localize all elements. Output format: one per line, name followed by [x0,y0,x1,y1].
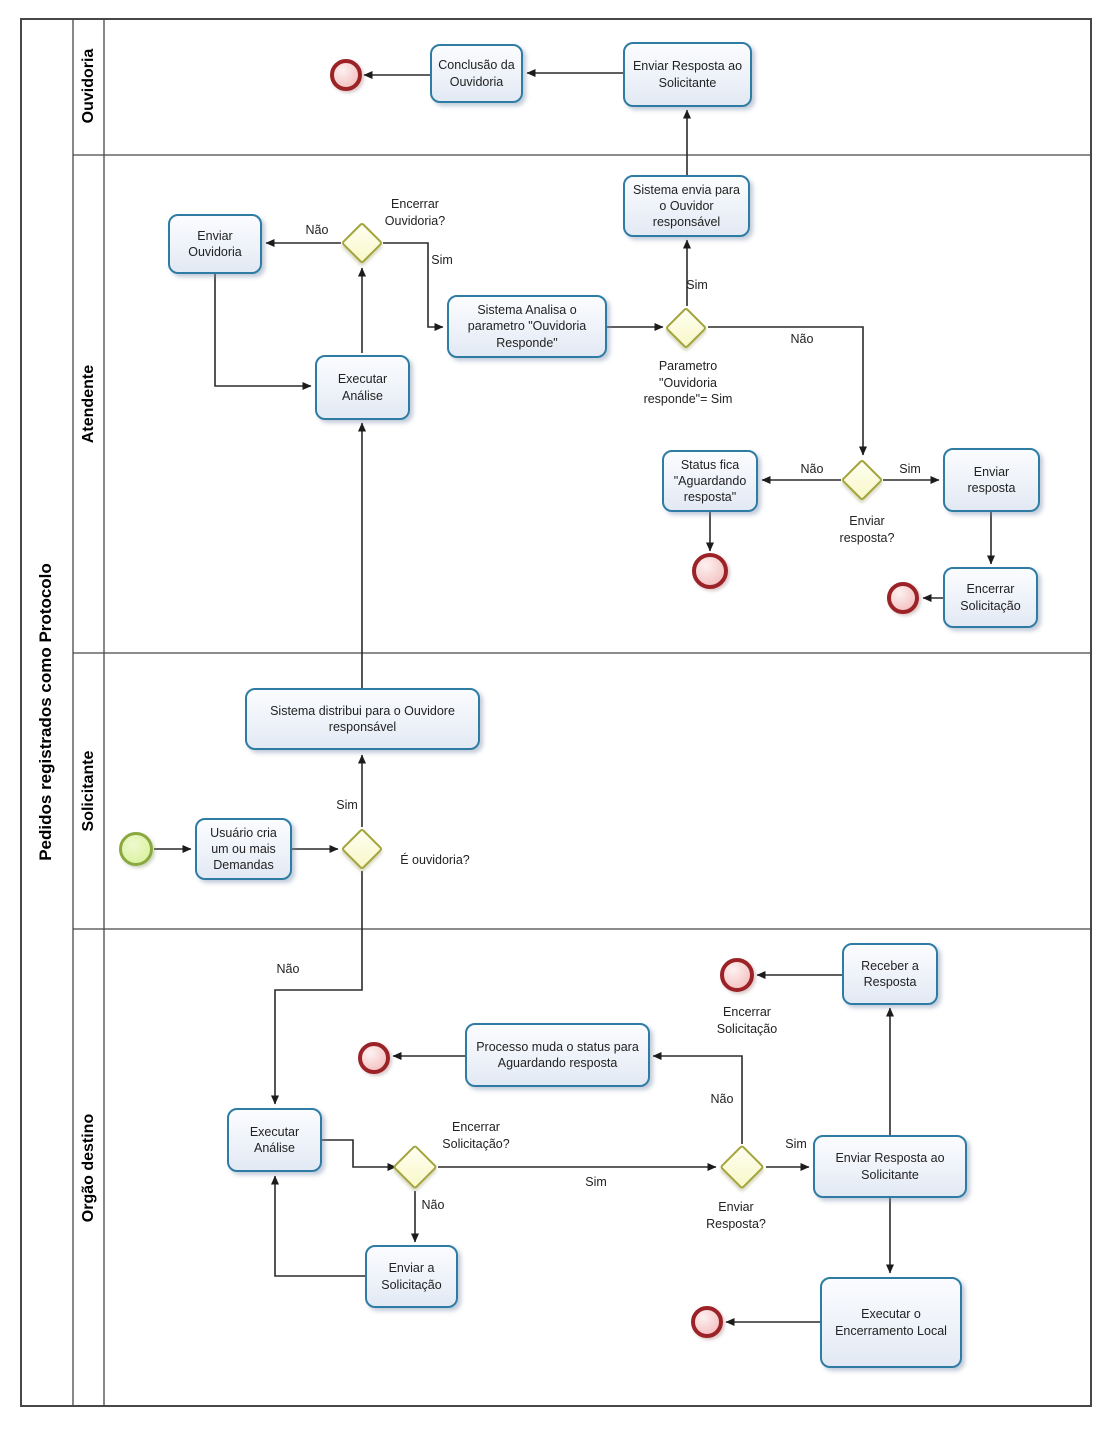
gateway-parametro-ouvidoria [664,306,708,350]
task-enviar-a-solicitacao: Enviar a Solicitação [365,1245,458,1308]
edge-label-nao: Não [421,1198,445,1212]
lane-label-solicitante: Solicitante [80,750,97,832]
task-sistema-distribui: Sistema distribui para o Ouvidore respon… [245,688,480,750]
flow-arrow [214,274,312,390]
flow-arrow [271,1175,365,1277]
task-enviar-resposta-ao-solicitante: Enviar Resposta ao Solicitante [623,42,752,107]
task-processo-muda-status: Processo muda o status para Aguardando r… [465,1023,650,1087]
end-event-encerrar-solicitacao-atendente [887,582,919,614]
task-enviar-resposta-ao-solicitante-orgao: Enviar Resposta ao Solicitante [813,1135,967,1198]
gateway-label-enviar-resposta-orgao: Enviar Resposta? [706,1200,766,1231]
lane-label-orgao-destino: Orgão destino [80,1113,97,1223]
flow-arrow [322,1139,397,1171]
gateway-label-parametro: Parametro "Ouvidoria responde"= Sim [643,359,733,406]
task-conclusao-da-ouvidoria: Conclusão da Ouvidoria [430,44,523,103]
edge-label-nao: Não [710,1092,734,1106]
task-executar-encerramento-local: Executar o Encerramento Local [820,1277,962,1368]
edge-label-sim: Sim [785,1137,807,1151]
gateway-label-encerrar-ouvidoria: Encerrar Ouvidoria? [384,197,446,228]
gateway-label-encerrar-solicitacao: Encerrar Solicitação? [442,1120,510,1151]
edge-label-nao: Não [276,962,300,976]
task-sistema-envia-ouvidor: Sistema envia para o Ouvidor responsável [623,175,750,237]
end-event-status-aguardando [692,553,728,589]
edge-label-nao: Não [790,332,814,346]
pool-title: Pedidos registrados como Protocolo [36,563,55,861]
end-event-ouvidoria [330,59,362,91]
edge-label-sim: Sim [431,253,453,267]
edge-label-nao: Não [305,223,329,237]
task-usuario-cria-demandas: Usuário cria um ou mais Demandas [195,818,292,880]
gateway-e-ouvidoria [340,827,384,871]
gateway-label-enviar-resposta: Enviar resposta? [839,514,895,545]
lane-label-ouvidoria: Ouvidoria [80,48,97,124]
gateway-label-e-ouvidoria: É ouvidoria? [400,853,470,867]
task-enviar-resposta: Enviar resposta [943,448,1040,512]
edge-label-sim: Sim [686,278,708,292]
end-event-label-encerrar-solicitacao: Encerrar Solicitação [716,1005,778,1036]
edge-label-sim: Sim [336,798,358,812]
end-event-processo-muda [358,1042,390,1074]
end-event-encerrar-solicitacao-orgao [720,958,754,992]
edge-label-nao: Não [800,462,824,476]
task-enviar-ouvidoria: Enviar Ouvidoria [168,214,262,274]
flow-arrow [271,871,363,1105]
gateway-enviar-resposta-orgao [719,1144,765,1190]
end-event-encerramento-local [691,1306,723,1338]
task-status-fica-aguardando: Status fica "Aguardando resposta" [662,450,758,512]
start-event [119,832,153,866]
task-sistema-analisa-parametro: Sistema Analisa o parametro "Ouvidoria R… [447,295,607,358]
edge-label-sim: Sim [899,462,921,476]
gateway-enviar-resposta [840,458,884,502]
edge-label-sim: Sim [585,1175,607,1189]
task-executar-analise-orgao: Executar Análise [227,1108,322,1172]
lane-label-atendente: Atendente [80,364,97,444]
task-executar-analise-atendente: Executar Análise [315,355,410,420]
task-receber-a-resposta: Receber a Resposta [842,943,938,1005]
task-encerrar-solicitacao: Encerrar Solicitação [943,567,1038,628]
